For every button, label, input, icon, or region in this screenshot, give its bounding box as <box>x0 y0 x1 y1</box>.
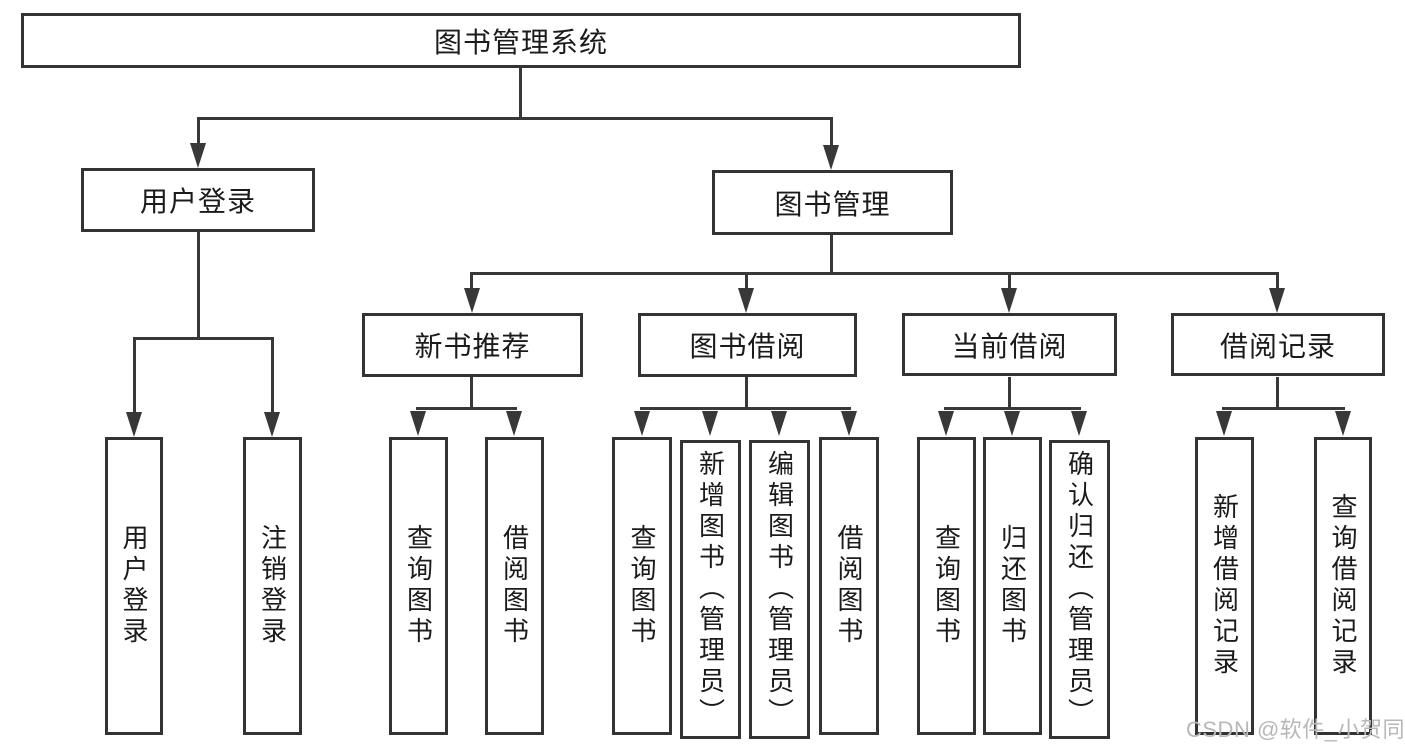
leaf-edit-book-admin-label: 编辑图书（管理员） <box>764 450 795 729</box>
node-root: 图书管理系统 <box>21 13 1021 68</box>
node-book-borrow-label: 图书借阅 <box>689 331 806 362</box>
connector-level2-hbar <box>470 272 1279 275</box>
node-user-login-label: 用户登录 <box>139 186 256 217</box>
leaf-borrow-books: 借阅图书 <box>819 437 879 735</box>
arrow-down-icon <box>738 288 754 313</box>
arrow-down-icon <box>464 288 480 313</box>
leaf-query-books-borrow-label: 查询图书 <box>627 524 657 648</box>
leaf-query-borrow-record: 查询借阅记录 <box>1314 437 1372 735</box>
leaf-query-books-borrow: 查询图书 <box>612 437 672 735</box>
arrow-down-icon <box>938 411 954 436</box>
arrow-down-icon <box>1071 411 1087 436</box>
leaf-user-login-label: 用户登录 <box>119 524 149 648</box>
leaf-query-books-recommend: 查询图书 <box>389 437 448 735</box>
arrow-down-icon <box>1335 411 1351 436</box>
watermark: CSDN @软件_小贺同学 <box>1186 717 1405 742</box>
arrow-down-icon <box>506 411 522 436</box>
leaf-add-book-admin-label: 新增图书（管理员） <box>695 450 726 729</box>
node-user-login: 用户登录 <box>81 168 315 232</box>
connector-book-mgmt-drop <box>830 120 833 147</box>
leaf-return-book: 归还图书 <box>983 437 1042 735</box>
node-current-borrow: 当前借阅 <box>902 313 1117 376</box>
connector-user-login-arm-1 <box>133 340 136 414</box>
connector-level2-drop-2 <box>745 275 748 289</box>
node-book-management-label: 图书管理 <box>774 188 891 220</box>
node-borrow-records: 借阅记录 <box>1171 313 1385 376</box>
leaf-query-books-current: 查询图书 <box>917 437 976 735</box>
connector-user-login-arm-2 <box>271 340 274 414</box>
connector-book-borrow-hbar <box>640 407 851 410</box>
arrow-down-icon <box>841 411 857 436</box>
arrow-down-icon <box>702 411 718 436</box>
leaf-add-borrow-record-label: 新增借阅记录 <box>1209 493 1240 679</box>
arrow-down-icon <box>634 411 650 436</box>
leaf-query-borrow-record-label: 查询借阅记录 <box>1328 493 1358 679</box>
connector-borrow-record-hbar <box>1222 407 1345 410</box>
arrow-down-icon <box>264 412 280 437</box>
leaf-logout-label: 注销登录 <box>257 524 288 648</box>
node-root-label: 图书管理系统 <box>433 26 608 58</box>
arrow-down-icon <box>1269 288 1285 313</box>
connector-borrow-record-stem <box>1276 377 1279 408</box>
connector-level2-drop-3 <box>1008 275 1011 289</box>
arrow-down-icon <box>190 143 206 168</box>
connector-new-book-stem <box>470 377 473 408</box>
arrow-down-icon <box>1004 411 1020 436</box>
leaf-borrow-books-recommend-label: 借阅图书 <box>499 524 530 648</box>
leaf-add-borrow-record: 新增借阅记录 <box>1195 437 1254 735</box>
arrow-down-icon <box>410 411 426 436</box>
node-new-book-recommend-label: 新书推荐 <box>414 331 531 362</box>
connector-book-borrow-stem <box>745 377 748 408</box>
connector-level2-drop-4 <box>1276 275 1279 289</box>
connector-user-login-drop <box>197 120 200 145</box>
leaf-query-books-recommend-label: 查询图书 <box>403 524 434 648</box>
arrow-down-icon <box>771 411 787 436</box>
connector-book-mgmt-stem <box>830 235 833 274</box>
leaf-return-book-label: 归还图书 <box>997 524 1028 648</box>
connector-current-borrow-stem <box>1008 377 1011 408</box>
connector-level1-hbar <box>197 117 833 120</box>
node-book-management: 图书管理 <box>712 170 953 235</box>
leaf-confirm-return-admin: 确认归还（管理员） <box>1049 440 1110 739</box>
connector-user-login-stem <box>197 232 200 339</box>
node-new-book-recommend: 新书推荐 <box>362 313 583 377</box>
node-current-borrow-label: 当前借阅 <box>951 330 1068 362</box>
connector-user-login-hbar <box>133 337 274 340</box>
arrow-down-icon <box>1216 411 1232 436</box>
arrow-down-icon <box>126 412 142 437</box>
leaf-edit-book-admin: 编辑图书（管理员） <box>749 440 810 739</box>
leaf-query-books-current-label: 查询图书 <box>931 524 962 648</box>
leaf-user-login: 用户登录 <box>105 437 163 735</box>
node-borrow-records-label: 借阅记录 <box>1219 330 1336 362</box>
leaf-confirm-return-admin-label: 确认归还（管理员） <box>1064 450 1095 729</box>
connector-current-borrow-hbar <box>944 407 1081 410</box>
connector-level2-drop-1 <box>470 275 473 289</box>
connector-new-book-hbar <box>416 407 517 410</box>
leaf-borrow-books-label: 借阅图书 <box>834 524 864 648</box>
leaf-borrow-books-recommend: 借阅图书 <box>485 437 544 735</box>
connector-root-stem <box>519 68 522 120</box>
arrow-down-icon <box>1001 288 1017 313</box>
arrow-down-icon <box>823 145 839 170</box>
leaf-add-book-admin: 新增图书（管理员） <box>680 440 741 739</box>
leaf-logout: 注销登录 <box>243 437 302 735</box>
node-book-borrow: 图书借阅 <box>638 313 857 377</box>
